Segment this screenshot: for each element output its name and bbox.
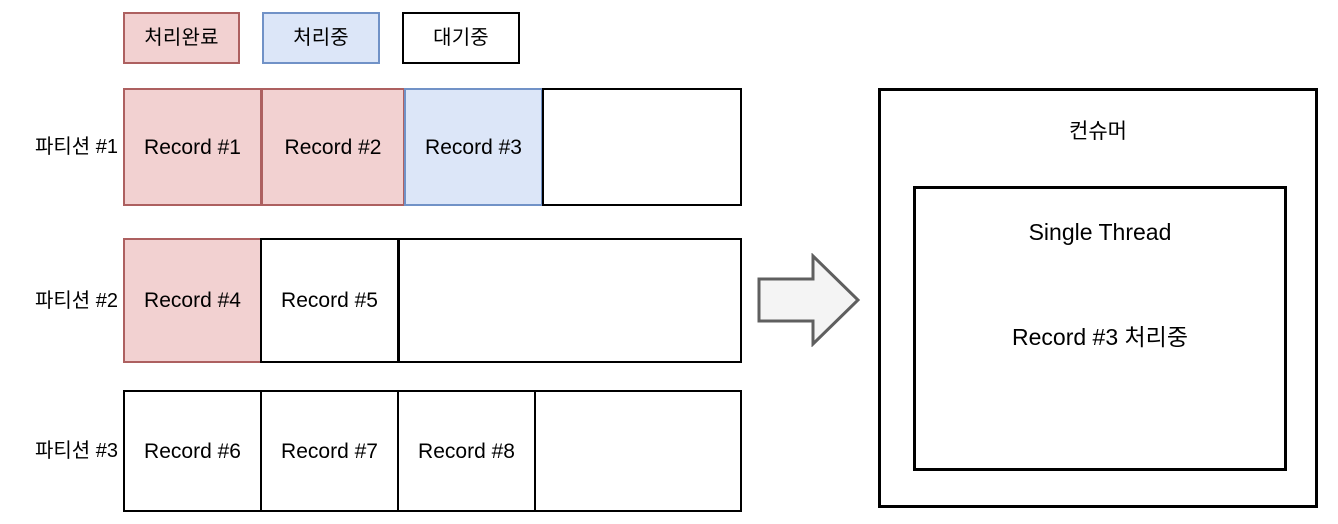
- record-cell-6-label: Record #6: [144, 439, 241, 463]
- record-cell-5[interactable]: Record #5: [260, 238, 399, 363]
- consumer-title: 컨슈머: [1069, 120, 1127, 143]
- record-cell-3-label: Record #3: [425, 135, 522, 159]
- record-cell-empty-2[interactable]: [398, 238, 742, 363]
- right-arrow-icon: [757, 253, 861, 347]
- legend-item-done: 처리완료: [123, 12, 240, 64]
- record-cell-1-label: Record #1: [144, 135, 241, 159]
- record-cell-empty-3[interactable]: [534, 390, 742, 512]
- record-cell-3[interactable]: Record #3: [404, 88, 543, 206]
- record-cell-empty-1[interactable]: [542, 88, 742, 206]
- record-cell-7[interactable]: Record #7: [260, 390, 399, 512]
- partition-row-2: Record #4 Record #5: [123, 238, 742, 363]
- legend-item-in-progress: 처리중: [262, 12, 380, 64]
- consumer-box: 컨슈머 Single Thread Record #3 처리중: [878, 88, 1318, 508]
- record-cell-7-label: Record #7: [281, 439, 378, 463]
- consumer-thread-box: Single Thread Record #3 처리중: [913, 186, 1287, 471]
- partition-label-3-text: 파티션 #3: [34, 440, 118, 462]
- partition-label-3: 파티션 #3: [8, 390, 118, 512]
- record-cell-8-label: Record #8: [418, 439, 515, 463]
- record-cell-5-label: Record #5: [281, 289, 378, 312]
- record-cell-6[interactable]: Record #6: [123, 390, 262, 512]
- legend-item-in-progress-label: 처리중: [293, 27, 349, 49]
- legend-item-waiting: 대기중: [402, 12, 520, 64]
- partition-label-1: 파티션 #1: [8, 88, 118, 206]
- legend: 처리완료 처리중 대기중: [123, 12, 523, 64]
- legend-item-done-label: 처리완료: [144, 27, 219, 49]
- partition-row-1: Record #1 Record #2 Record #3: [123, 88, 742, 206]
- record-cell-2[interactable]: Record #2: [261, 88, 405, 206]
- partition-label-2: 파티션 #2: [8, 238, 118, 363]
- record-cell-2-label: Record #2: [284, 135, 382, 159]
- partition-row-3: Record #6 Record #7 Record #8: [123, 390, 742, 512]
- partition-label-1-text: 파티션 #1: [34, 136, 118, 158]
- flow-arrow: [757, 253, 861, 347]
- legend-item-waiting-label: 대기중: [433, 27, 489, 49]
- thread-title: Single Thread: [1028, 219, 1172, 245]
- record-cell-1[interactable]: Record #1: [123, 88, 262, 206]
- partition-label-2-text: 파티션 #2: [34, 289, 118, 312]
- record-cell-4[interactable]: Record #4: [123, 238, 262, 363]
- thread-status: Record #3 처리중: [1012, 324, 1188, 350]
- record-cell-4-label: Record #4: [144, 289, 241, 312]
- record-cell-8[interactable]: Record #8: [397, 390, 536, 512]
